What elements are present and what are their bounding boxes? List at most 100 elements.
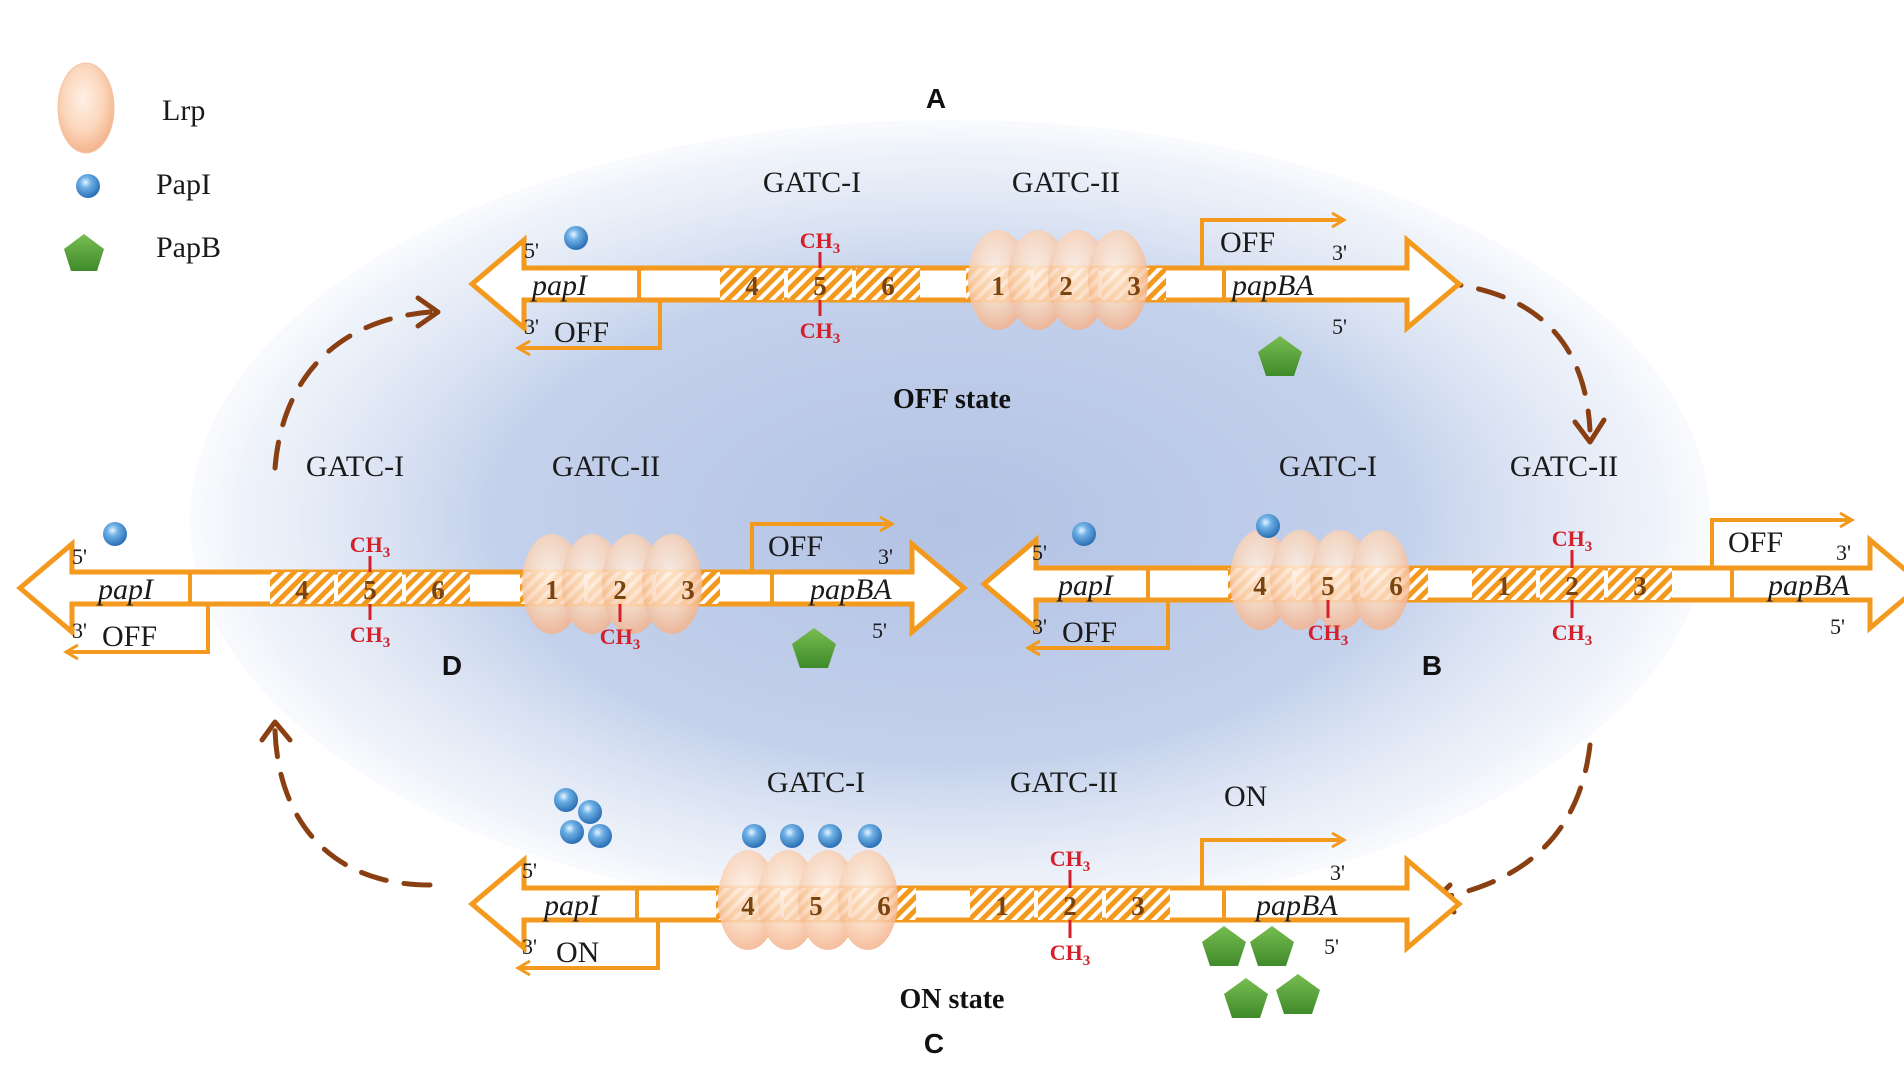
gatc-ii-label: GATC-II [1012,166,1120,199]
panel-d-letter: D [442,650,462,681]
gatc-i-label: GATC-I [1279,450,1377,483]
lrp-legend-icon [57,62,115,154]
papb-protein [792,628,836,668]
dna-double-arrow [468,854,1463,954]
site-1 [970,888,1034,920]
panel-b: 4 5 6 1 2 3 papI papBA 5' 3' 3' 5' OFF O… [980,450,1904,681]
site-2-label: 2 [1063,891,1077,921]
site-2-label: 2 [1565,571,1579,601]
on-state-label: ON state [900,984,1005,1015]
svg-text:CH3: CH3 [600,624,641,653]
legend: Lrp PapI PapB [57,62,221,271]
papba-promoter [1710,518,1850,568]
papb-protein [1258,336,1302,376]
papb-legend-label: PapB [156,231,221,264]
site-3-label: 3 [1127,271,1141,301]
site-3-label: 3 [1131,891,1145,921]
three-prime-bottom-left: 3' [1032,614,1047,639]
site-6 [406,572,470,604]
site-4-label: 4 [741,891,755,921]
site-5-label: 5 [809,891,823,921]
background-glow [190,120,1710,920]
gatc-i-label: GATC-I [767,766,865,799]
site-3-label: 3 [1633,571,1647,601]
site-5 [788,268,852,300]
papi-proteins [554,788,882,848]
lrp-proteins [1230,530,1410,630]
three-prime-bottom-left: 3' [524,314,539,339]
dna-double-arrow [468,234,1463,334]
panel-a: 4 5 6 1 2 3 papI papBA 5' 3' 3' 5' OFF O… [468,83,1463,415]
site-1-label: 1 [545,575,559,605]
site-6-label: 6 [877,891,891,921]
site-1-label: 1 [995,891,1009,921]
site-1 [1472,568,1536,600]
gatc-i-label: GATC-I [306,450,404,483]
gatc-ii-label: GATC-II [1010,766,1118,799]
site-6-label: 6 [881,271,895,301]
five-prime-bottom-right: 5' [1332,314,1347,339]
papba-status: OFF [1728,526,1783,559]
three-prime-top-right: 3' [878,544,893,569]
papba-promoter [1200,838,1342,888]
three-prime-top-right: 3' [1836,540,1851,565]
lrp-proteins [522,534,702,634]
cycle-arrows [272,279,1593,901]
site-3 [1608,568,1672,600]
five-prime-top: 5' [522,858,537,883]
three-prime-bottom-left: 3' [522,934,537,959]
panel-c: 4 5 6 1 2 3 papI papBA 5' 3' 3' 5' ON ON… [468,766,1463,1059]
papba-status: ON [1224,780,1267,813]
site-5-label: 5 [813,271,827,301]
svg-text:CH3: CH3 [1552,620,1593,649]
lrp-proteins [968,230,1148,330]
gatc-ii-label: GATC-II [552,450,660,483]
site-5 [338,572,402,604]
papba-status: OFF [1220,226,1275,259]
five-prime-bottom-right: 5' [1830,614,1845,639]
papi-protein [103,522,127,546]
papi-protein-bound [1256,514,1280,538]
papi-promoter [520,300,662,350]
papi-status: OFF [554,316,609,349]
papi-promoter [1030,600,1170,650]
site-4 [270,572,334,604]
five-prime-bottom-right: 5' [872,618,887,643]
papi-status: ON [556,936,599,969]
papi-legend-icon [76,174,100,198]
three-prime-top-right: 3' [1332,240,1347,265]
site-6-label: 6 [1389,571,1403,601]
site-1-label: 1 [1497,571,1511,601]
papba-gene-label: papBA [1254,889,1338,922]
papi-protein [1072,522,1096,546]
papi-gene-label: papI [530,269,589,302]
off-state-label: OFF state [893,384,1011,415]
papi-gene-label: papI [96,573,155,606]
papb-proteins [1202,926,1320,1018]
site-4 [720,268,784,300]
three-prime-bottom-left: 3' [72,618,87,643]
svg-text:CH3: CH3 [800,228,841,257]
panel-c-letter: C [924,1028,944,1059]
site-6-label: 6 [431,575,445,605]
site-1-label: 1 [991,271,1005,301]
svg-text:CH3: CH3 [1050,846,1091,875]
site-5-label: 5 [1321,571,1335,601]
five-prime-top: 5' [1032,540,1047,565]
site-2 [1038,888,1102,920]
papi-gene-label: papI [1056,569,1115,602]
site-4-label: 4 [745,271,759,301]
lrp-legend-label: Lrp [162,94,205,127]
dna-double-arrow [980,534,1904,634]
papi-status: OFF [1062,616,1117,649]
site-6 [856,268,920,300]
site-3 [1106,888,1170,920]
svg-text:CH3: CH3 [800,318,841,347]
papi-status: OFF [102,620,157,653]
panel-b-letter: B [1422,650,1442,681]
papi-promoter [520,920,660,970]
five-prime-top: 5' [524,238,539,263]
site-4-label: 4 [295,575,309,605]
